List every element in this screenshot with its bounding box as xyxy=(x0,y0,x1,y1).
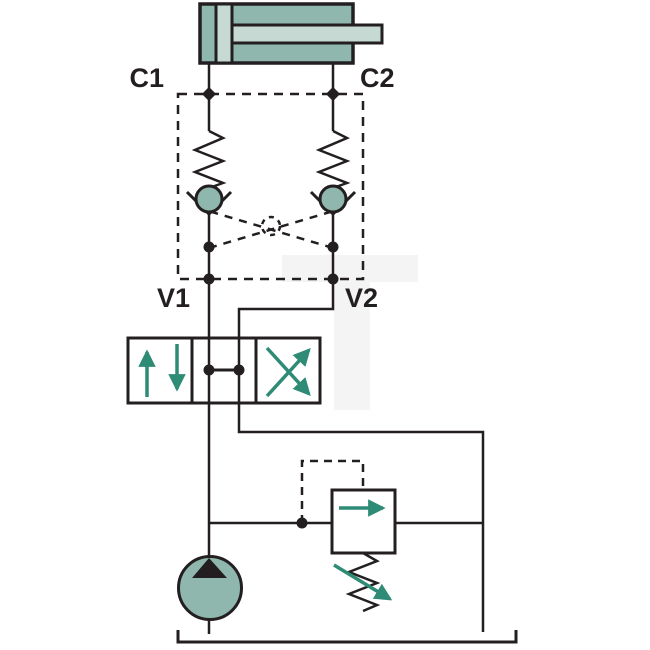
pilot-line-crossover-hop xyxy=(260,215,282,237)
pilot-line-right-to-left xyxy=(211,210,334,250)
junction-dot-left-pilot xyxy=(203,241,215,253)
relief-valve-symbol xyxy=(330,488,397,613)
relief-pilot-line xyxy=(300,459,365,523)
pump-direction-triangle xyxy=(192,558,227,578)
check-seat-left xyxy=(185,190,233,217)
junction-dot-relief-pilot xyxy=(296,517,308,529)
label-c2: C2 xyxy=(360,63,395,93)
junction-dot-valve-right xyxy=(233,364,245,376)
check-ball-right xyxy=(318,184,348,214)
relief-adjust-arrow xyxy=(333,563,393,601)
crossed-pilot-lines xyxy=(208,210,334,250)
junction-dot-right-pilot xyxy=(327,241,339,253)
line-v2-to-valve xyxy=(237,279,335,403)
pilot-check-valve-right xyxy=(309,129,357,217)
check-spring-right xyxy=(315,129,351,190)
check-seat-right xyxy=(309,190,357,217)
pilot-check-valve-left xyxy=(185,129,233,217)
junction-nodes xyxy=(201,86,341,529)
watermark-stem xyxy=(334,281,370,410)
junction-diamond-c2 xyxy=(325,86,341,102)
directional-valve-arrows xyxy=(138,344,311,398)
watermark-bar xyxy=(282,255,418,282)
check-ball-left xyxy=(194,184,224,214)
junction-dot-valve-left xyxy=(203,364,215,376)
relief-spring xyxy=(345,551,381,613)
watermark-letter-t xyxy=(282,255,418,410)
valve-arrow-cross-down xyxy=(265,346,311,396)
junction-dot-v1 xyxy=(203,273,215,285)
relief-valve-box xyxy=(330,488,397,555)
check-spring-left xyxy=(191,129,227,190)
tank-symbol xyxy=(176,630,518,644)
valve-position-left-box xyxy=(126,336,194,405)
line-tank-return xyxy=(237,403,485,632)
cylinder-symbol xyxy=(198,2,384,65)
label-c1: C1 xyxy=(129,63,164,93)
port-labels: C1 C2 V1 V2 xyxy=(129,63,394,313)
cylinder-piston xyxy=(214,2,234,65)
cylinder-rod xyxy=(230,23,384,45)
check-valve-block-outline xyxy=(176,92,365,281)
label-v2: V2 xyxy=(345,283,378,313)
label-v1: V1 xyxy=(157,283,190,313)
junction-dot-v2 xyxy=(327,273,339,285)
pump-circle xyxy=(177,555,243,621)
pump-symbol xyxy=(177,555,243,621)
junction-diamond-c1 xyxy=(201,86,217,102)
